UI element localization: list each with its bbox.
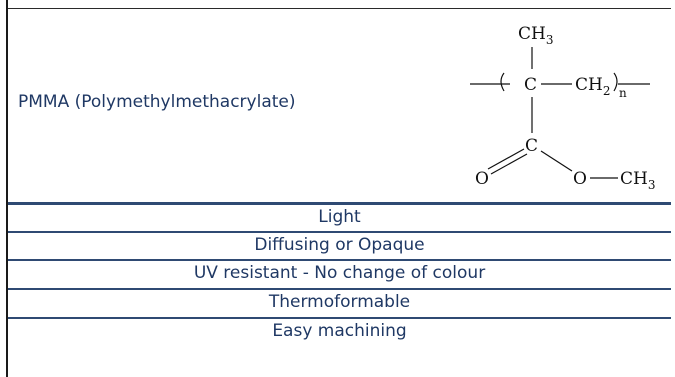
- formula-ester-o: O: [573, 169, 587, 189]
- property-label: UV resistant - No change of colour: [193, 263, 486, 283]
- property-label: Thermoformable: [268, 292, 411, 312]
- pmma-structural-formula: CH3 C CH2 n: [470, 24, 655, 192]
- property-row: Easy machining: [8, 317, 671, 343]
- formula-repeat-index: n: [619, 86, 627, 100]
- property-label: Light: [318, 206, 361, 227]
- formula-carbonyl-o: O: [475, 169, 489, 189]
- property-row: Diffusing or Opaque: [8, 231, 671, 257]
- bond-double-1: [487, 148, 525, 170]
- formula-backbone-c: C: [524, 75, 537, 95]
- material-header-row: PMMA (Polymethylmethacrylate) CH3 C CH2: [8, 9, 671, 202]
- formula-top-ch3: CH3: [518, 24, 553, 47]
- property-label: Diffusing or Opaque: [254, 235, 425, 255]
- properties-table: PMMA (Polymethylmethacrylate) CH3 C CH2: [6, 0, 671, 377]
- property-row: UV resistant - No change of colour: [8, 259, 671, 285]
- material-name: PMMA (Polymethylmethacrylate): [18, 92, 296, 112]
- property-row: Thermoformable: [8, 288, 671, 314]
- left-bracket: [500, 72, 505, 92]
- formula-ester-ch3: CH3: [620, 169, 655, 192]
- bond-double-2: [490, 153, 528, 175]
- table-top-border: [8, 8, 671, 9]
- property-label: Easy machining: [272, 321, 407, 341]
- formula-backbone-ch2: CH2: [575, 75, 610, 98]
- property-row: Light: [8, 202, 671, 228]
- bond-c-o: [540, 150, 573, 172]
- formula-carbonyl-c: C: [525, 136, 538, 156]
- right-bracket: [613, 72, 618, 92]
